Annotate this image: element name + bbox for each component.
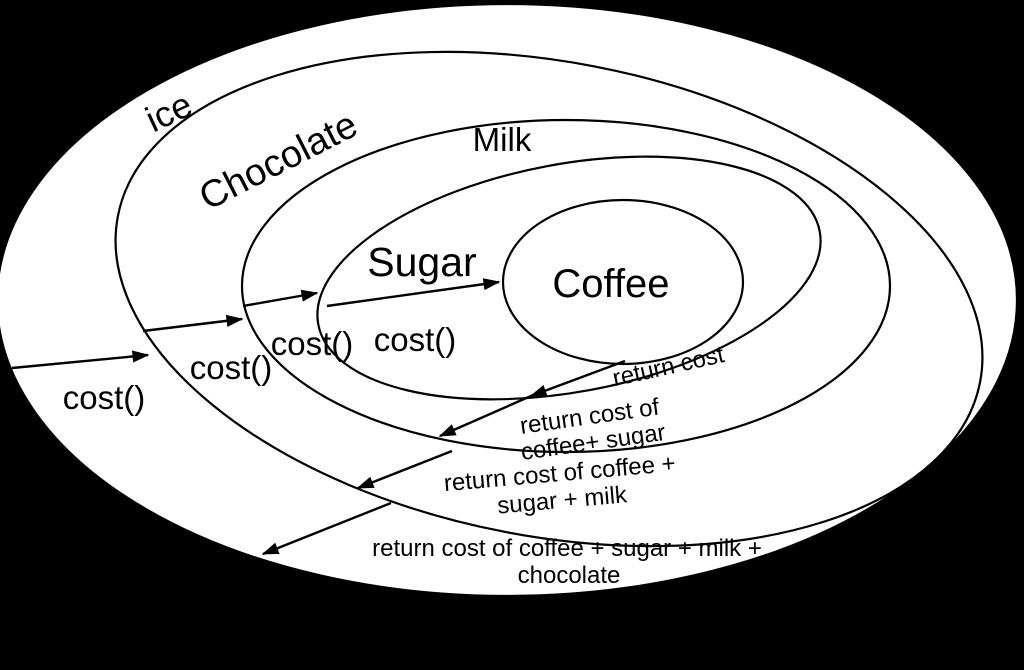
ellipse-coffee xyxy=(501,198,745,366)
return-arrow-3 xyxy=(356,449,453,490)
cost-arrow-3 xyxy=(242,289,319,308)
cost-label-3: cost() xyxy=(271,325,354,362)
cost-label-1: cost() xyxy=(63,379,146,416)
cost-arrow-2 xyxy=(142,314,244,333)
cost-label-4: cost() xyxy=(374,321,457,358)
cost-arrow-1 xyxy=(11,350,150,370)
return-label-4: return cost of coffee + sugar + milk + c… xyxy=(372,535,762,589)
return-arrow-2 xyxy=(438,390,541,438)
cost-label-2: cost() xyxy=(190,349,273,386)
return-label-4-line1: return cost of coffee + sugar + milk + xyxy=(372,535,762,562)
ring-label-sugar: Sugar xyxy=(367,239,476,285)
ring-label-milk: Milk xyxy=(473,121,532,158)
return-arrow-1 xyxy=(529,359,626,398)
cost-arrow-4 xyxy=(326,278,501,308)
ring-label-coffee: Coffee xyxy=(552,262,669,306)
return-arrow-4 xyxy=(261,501,392,556)
return-label-4-line2: chocolate xyxy=(518,562,621,589)
